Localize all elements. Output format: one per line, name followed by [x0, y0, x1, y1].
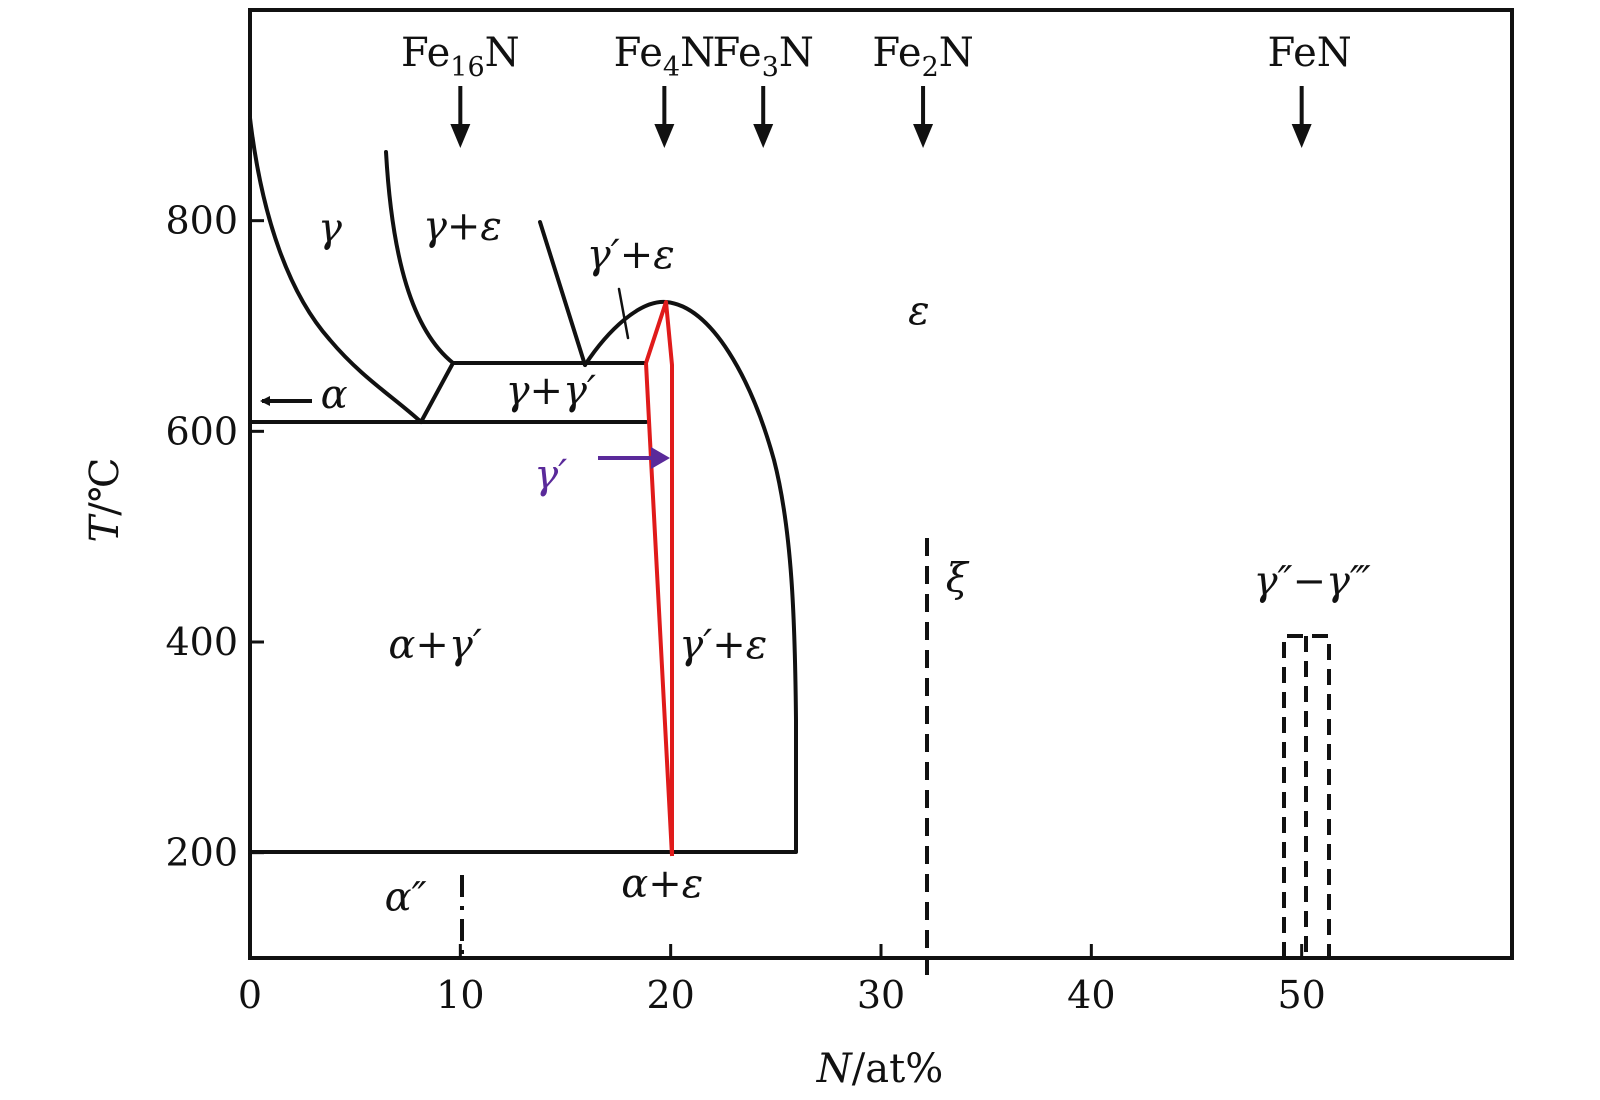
compound-arrow-head-fe3n: [753, 124, 774, 148]
compound-label-fe2n: Fe2N: [872, 30, 973, 83]
compound-arrow-head-fe2n: [913, 124, 934, 148]
phase-label-gamma-prime: γ′: [534, 452, 567, 498]
y-axis-unit: /℃: [82, 458, 128, 516]
dashed-lines: [460, 538, 1331, 975]
y-tick-label-600: 600: [165, 409, 238, 453]
phase-label-gamma-eps: γ+ε: [423, 204, 502, 250]
compound-arrow-head-fen: [1291, 124, 1312, 148]
y-tick-label-800: 800: [165, 199, 238, 243]
compound-label-fen: FeN: [1268, 30, 1352, 76]
phase-label-epsilon: ε: [908, 288, 929, 334]
y-axis-title: T/℃: [82, 458, 128, 543]
gamma-gamma-eps-boundary: [384, 150, 455, 365]
axis-ticks: 0 10 20 30 40 50 200 400 600 800: [165, 199, 1325, 1017]
eutectoid-link: [419, 361, 455, 424]
phase-label-alpha-gamma-prime: α+γ′: [388, 622, 482, 668]
y-tick-label-200: 200: [165, 831, 238, 875]
phase-labels: γ γ+ε γ′+ε ε α γ+γ′ γ′ ξ γ″−γ‴ α+γ′ γ′+ε α″ α+ε: [318, 204, 1371, 921]
gamma-prime-region: [644, 300, 674, 857]
x-axis-unit: /at%: [852, 1046, 943, 1092]
small-tick-mark: [617, 287, 630, 340]
gamma-prime-left-boundary: [644, 300, 674, 856]
phase-label-gamma: γ: [318, 206, 342, 252]
phase-label-gamma-gamma-prime: γ+γ′: [506, 368, 596, 414]
phase-label-xi: ξ: [946, 555, 970, 601]
x-tick-label-30: 30: [857, 973, 905, 1017]
gamma-solvus-curve: [248, 116, 423, 424]
x-tick-label-50: 50: [1277, 973, 1325, 1017]
phase-label-alpha2: α″: [385, 875, 427, 921]
x-tick-label-40: 40: [1067, 973, 1115, 1017]
compound-label-fe16n: Fe16N: [401, 30, 520, 83]
compound-arrow-head-fe16n: [450, 124, 471, 148]
x-tick-label-0: 0: [238, 973, 262, 1017]
phase-label-gamma-prime-eps-top: γ′+ε: [587, 232, 675, 278]
gamma-prime-arrow-head: [651, 447, 670, 469]
gamma-prime-right-boundary: [644, 362, 674, 857]
plot-frame: [248, 8, 1514, 960]
phase-boundaries: [248, 116, 798, 854]
x-tick-label-20: 20: [646, 973, 694, 1017]
y-axis-variable: T: [82, 512, 128, 542]
phase-label-gamma2-gamma3: γ″−γ‴: [1254, 559, 1371, 605]
gamma-prime-eps-boundary: [538, 220, 587, 367]
y-tick-label-400: 400: [165, 620, 238, 664]
epsilon-dome: [583, 299, 798, 853]
phase-label-alpha-arrow: α: [321, 372, 348, 418]
phase-label-alpha-eps: α+ε: [621, 861, 703, 907]
compound-label-fe3n: Fe3N: [712, 30, 813, 83]
x-axis-title: N/at%: [816, 1046, 943, 1092]
x-axis-variable: N: [816, 1046, 854, 1092]
phase-label-gamma-prime-eps-low: γ′+ε: [679, 622, 767, 668]
compound-arrow-head-fe4n: [654, 124, 675, 148]
compound-arrows: [450, 86, 1312, 148]
gamma-prime-indicator: [598, 447, 670, 469]
x-tick-label-10: 10: [436, 973, 484, 1017]
compound-label-fe4n: Fe4N: [614, 30, 715, 83]
gamma2-gamma3-dashed-box: [1282, 634, 1331, 958]
